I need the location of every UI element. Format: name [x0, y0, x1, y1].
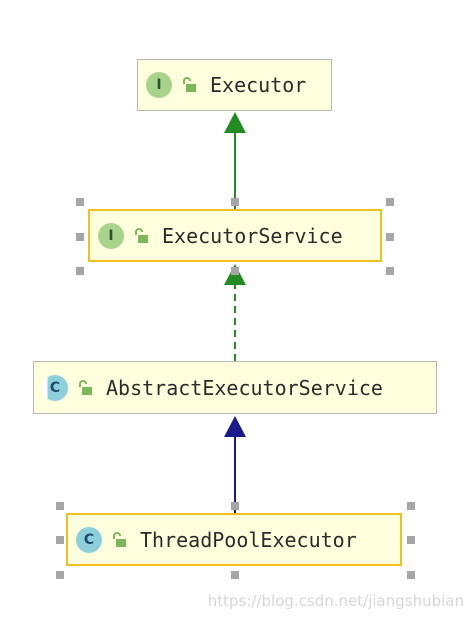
unlocked-padlock-icon [183, 77, 196, 92]
selection-handle[interactable] [231, 267, 239, 275]
node-label: ExecutorService [162, 223, 343, 248]
node-executor[interactable]: I Executor [137, 59, 332, 111]
selection-handle[interactable] [407, 536, 415, 544]
selection-handle[interactable] [76, 198, 84, 206]
node-label: ThreadPoolExecutor [140, 527, 357, 552]
node-executor-service[interactable]: I ExecutorService [88, 209, 382, 262]
node-label: Executor [210, 73, 307, 97]
arrowhead-abstractexecutorservice [224, 416, 246, 437]
node-abstract-executor-service[interactable]: C AbstractExecutorService [33, 361, 437, 414]
interface-icon: I [146, 72, 172, 98]
unlocked-padlock-icon [79, 379, 92, 395]
node-thread-pool-executor[interactable]: C ThreadPoolExecutor [66, 513, 402, 566]
watermark: https://blog.csdn.net/jiangshubian [207, 592, 464, 610]
node-label: AbstractExecutorService [106, 375, 383, 400]
arrowhead-executor [224, 112, 246, 133]
selection-handle[interactable] [76, 233, 84, 241]
selection-handle[interactable] [386, 233, 394, 241]
selection-handle[interactable] [231, 571, 239, 579]
selection-handle[interactable] [407, 571, 415, 579]
selection-handle[interactable] [56, 571, 64, 579]
selection-handle[interactable] [407, 502, 415, 510]
selection-handle[interactable] [56, 536, 64, 544]
abstract-class-icon: C [42, 374, 68, 401]
selection-handle[interactable] [386, 198, 394, 206]
selection-handle[interactable] [231, 502, 239, 510]
unlocked-padlock-icon [135, 227, 148, 243]
selection-handle[interactable] [386, 267, 394, 275]
selection-handle[interactable] [231, 198, 239, 206]
selection-handle[interactable] [76, 267, 84, 275]
class-icon: C [76, 526, 102, 553]
selection-handle[interactable] [56, 502, 64, 510]
interface-icon: I [98, 222, 124, 249]
unlocked-padlock-icon [113, 531, 126, 547]
